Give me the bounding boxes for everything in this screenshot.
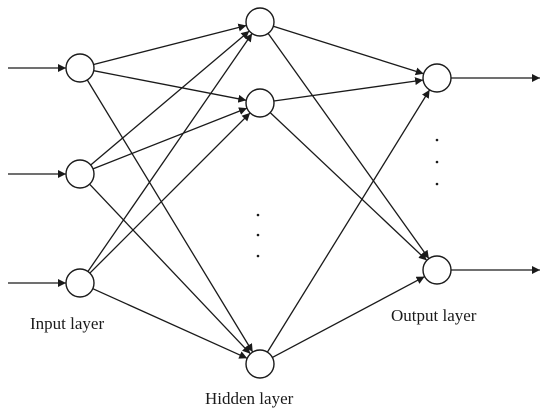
edge-input-3-hidden-1 [87, 33, 253, 272]
input-node-3 [65, 268, 95, 298]
hidden-node-1 [245, 7, 275, 37]
edge-hidden-1-output-1 [273, 25, 424, 76]
hidden-node-2 [245, 88, 275, 118]
output-ellipsis-dot-3 [435, 182, 439, 186]
hidden-layer-label: Hidden layer [205, 389, 294, 408]
output-node-1 [422, 63, 452, 93]
hidden-ellipsis-dot-2 [256, 233, 260, 237]
output-ellipsis-dot-2 [435, 160, 439, 164]
edge-input-2-hidden-3 [89, 183, 251, 355]
ellipsis-dots [256, 138, 439, 258]
edge-input-2-hidden-1 [90, 30, 250, 166]
output-node-2 [422, 255, 452, 285]
output-layer-label: Output layer [391, 306, 477, 325]
hidden-node-3 [245, 349, 275, 379]
edge-input-2-hidden-2 [92, 107, 248, 170]
edge-input-3-hidden-2 [89, 112, 251, 274]
input-node-1 [65, 53, 95, 83]
input-node-2 [65, 159, 95, 189]
io-arrows [8, 64, 540, 287]
edge-hidden-1-output-2 [267, 33, 430, 259]
edge-hidden-2-output-2 [269, 112, 428, 261]
edge-input-1-hidden-1 [93, 23, 247, 66]
edge-hidden-3-output-2 [272, 276, 425, 358]
neuron-nodes [65, 7, 452, 379]
output-ellipsis-dot-1 [435, 138, 439, 142]
edge-input-3-hidden-3 [92, 288, 248, 359]
hidden-ellipsis-dot-1 [256, 213, 260, 217]
connection-lines [86, 23, 431, 359]
edge-hidden-2-output-1 [273, 77, 424, 102]
edge-hidden-3-output-1 [266, 89, 431, 353]
hidden-ellipsis-dot-3 [256, 254, 260, 258]
input-layer-label: Input layer [30, 314, 105, 333]
edge-input-1-hidden-2 [93, 70, 247, 103]
edge-input-1-hidden-3 [86, 79, 254, 353]
